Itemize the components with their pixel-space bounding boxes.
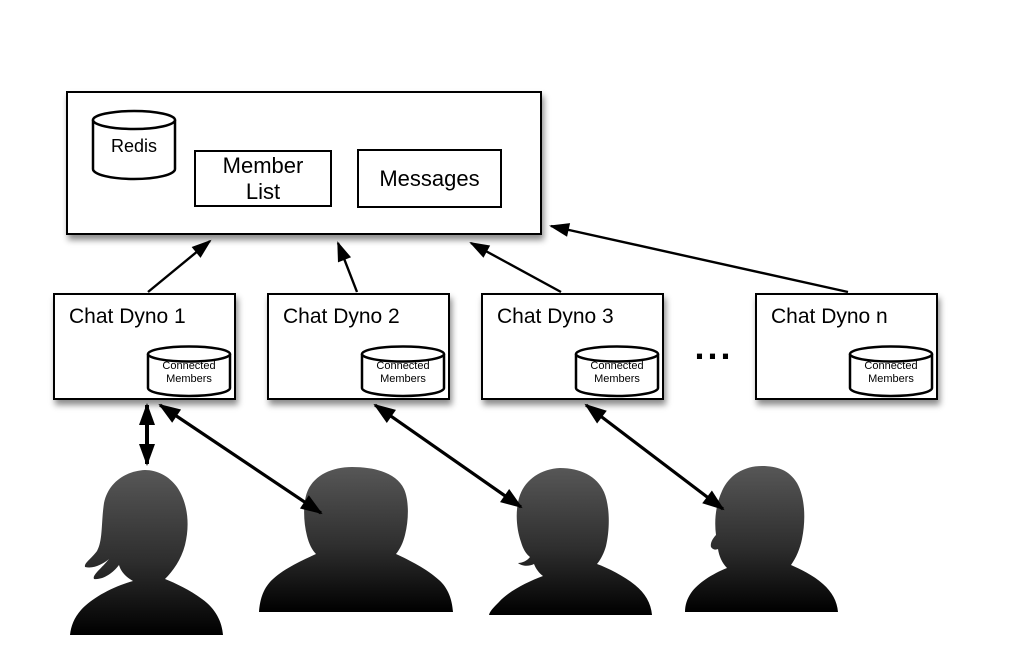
messages-label: Messages bbox=[379, 165, 480, 191]
double-arrow-dyno1-user2 bbox=[158, 403, 323, 515]
member-list-box: Member List bbox=[194, 150, 332, 207]
chat-dyno-2-box: Chat Dyno 2 Connected Members bbox=[267, 293, 450, 400]
double-arrow-dyno2-user3 bbox=[373, 403, 523, 509]
chat-dyno-2-label: Chat Dyno 2 bbox=[283, 305, 400, 328]
arrow-dyno3-to-redis bbox=[469, 241, 562, 294]
chat-dyno-1-box: Chat Dyno 1 Connected Members bbox=[53, 293, 236, 400]
connected-members-label: Connected Members bbox=[376, 360, 430, 385]
connected-members-label: Connected Members bbox=[162, 360, 216, 385]
chat-dyno-1-label: Chat Dyno 1 bbox=[69, 305, 186, 328]
redis-label: Redis bbox=[110, 136, 158, 156]
connected-members-cylinder-icon: Connected Members bbox=[146, 345, 232, 399]
ellipsis-label: ... bbox=[694, 326, 734, 367]
person-silhouette-1 bbox=[70, 470, 223, 635]
chat-dyno-3-box: Chat Dyno 3 Connected Members bbox=[481, 293, 664, 400]
member-list-label-line1: Member bbox=[222, 152, 304, 178]
chat-dyno-n-label: Chat Dyno n bbox=[771, 305, 888, 328]
redis-store-box: Redis Member List Messages bbox=[66, 91, 542, 235]
person-silhouette-4 bbox=[685, 466, 838, 612]
member-list-label-line2: List bbox=[245, 178, 281, 204]
arrow-dyno1-to-redis bbox=[147, 239, 212, 293]
double-arrow-dyno3-user4 bbox=[584, 403, 725, 511]
chat-dyno-3-label: Chat Dyno 3 bbox=[497, 305, 614, 328]
connected-members-cylinder-icon: Connected Members bbox=[360, 345, 446, 399]
chat-dyno-n-box: Chat Dyno n Connected Members bbox=[755, 293, 938, 400]
arrow-dyno2-to-redis bbox=[336, 241, 359, 293]
connected-members-label: Connected Members bbox=[864, 360, 918, 385]
person-silhouette-2 bbox=[259, 467, 453, 612]
person-silhouette-3 bbox=[489, 468, 652, 615]
connected-members-cylinder-icon: Connected Members bbox=[848, 345, 934, 399]
connected-members-label: Connected Members bbox=[590, 360, 644, 385]
redis-cylinder-icon: Redis bbox=[91, 109, 177, 181]
messages-box: Messages bbox=[357, 149, 502, 208]
arrow-dynoN-to-redis bbox=[549, 223, 849, 294]
connected-members-cylinder-icon: Connected Members bbox=[574, 345, 660, 399]
